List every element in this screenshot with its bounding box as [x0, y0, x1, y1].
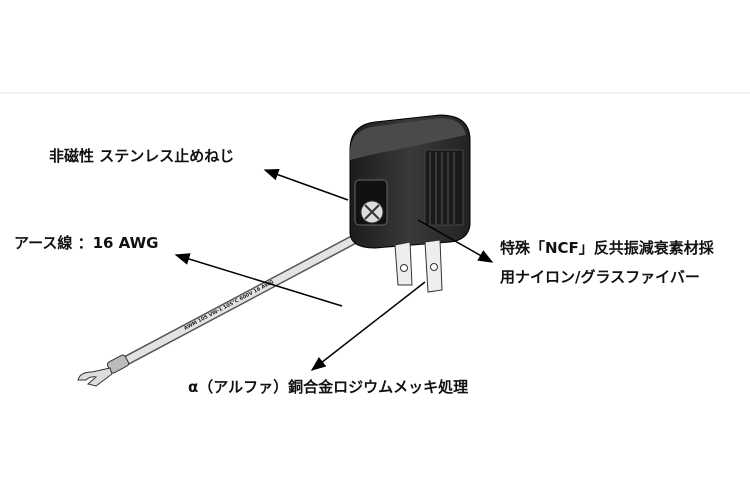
plug-body [349, 114, 471, 249]
cable-print: AWM 105 VW-1 105°C 600V 16 AWG [183, 279, 275, 332]
arrow-body [417, 219, 494, 263]
label-body-line1: 特殊「NCF」反共振減衰素材採 [500, 239, 714, 257]
label-ground-wire: アース線 ：16 AWG [14, 234, 159, 252]
prongs [394, 239, 443, 293]
label-prongs: α（アルファ）銅合金ロジウムメッキ処理 [188, 378, 469, 396]
label-body-line2: 用ナイロン/グラスファイバー [500, 268, 700, 286]
arrow-screw [263, 168, 349, 201]
set-screw [360, 200, 384, 224]
arrow-ground-wire [174, 253, 343, 307]
label-screw: 非磁性 ステンレス止めねじ [49, 147, 235, 165]
arrow-prongs [310, 281, 426, 371]
spade-terminal [77, 354, 130, 387]
